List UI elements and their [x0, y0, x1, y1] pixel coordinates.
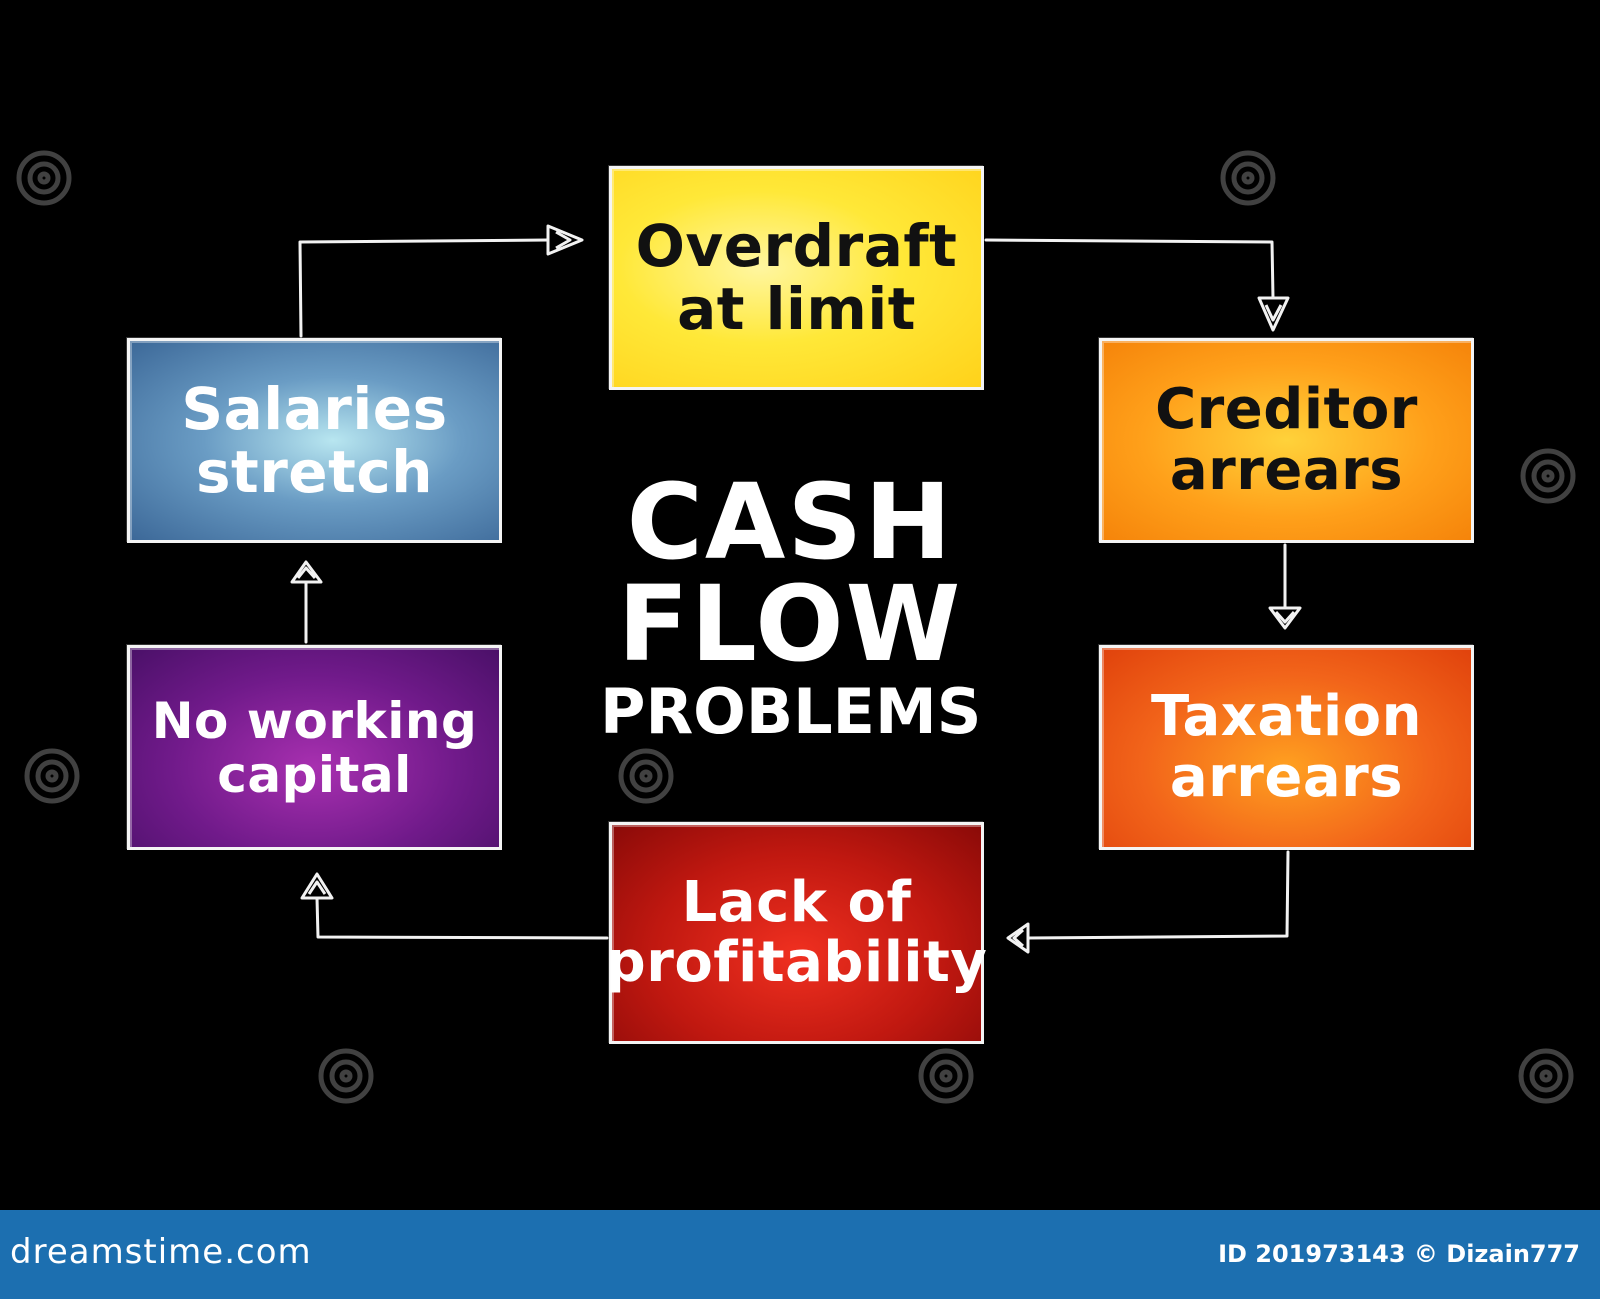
arrow-overdraft-to-creditor: [984, 238, 1275, 300]
watermark-spiral-icon: [618, 748, 674, 804]
node-creditor-arrears: Creditor arrears: [1099, 338, 1474, 543]
title-line3: PROBLEMS: [600, 674, 982, 748]
arrowhead-right: [546, 224, 584, 256]
node-label-line1: No working: [151, 691, 478, 750]
watermark-spiral-icon: [318, 1048, 374, 1104]
brand-logo: dreamstime.com: [10, 1232, 312, 1272]
watermark-spiral-icon: [16, 150, 72, 206]
arrowhead-up: [290, 560, 323, 584]
node-label-line2: stretch: [195, 437, 434, 506]
watermark-spiral-icon: [24, 748, 80, 804]
watermark-spiral-icon: [1518, 1048, 1574, 1104]
image-id-credit: ID 201973143 © Dizain777: [1218, 1240, 1580, 1268]
node-salaries-stretch: Salaries stretch: [127, 338, 502, 543]
node-label-line1: Taxation: [1151, 684, 1422, 750]
watermark-spiral-icon: [1520, 448, 1576, 504]
arrowhead-down: [1268, 606, 1302, 630]
node-label-line2: arrears: [1169, 744, 1404, 810]
node-lack-of-profitability: Lack of profitability: [606, 822, 987, 1044]
title-line2: FLOW: [617, 562, 963, 685]
node-label-line2: capital: [217, 745, 412, 804]
node-taxation-arrears: Taxation arrears: [1099, 645, 1474, 850]
diagram-canvas: Overdraft at limit Creditor arrears Taxa…: [16, 150, 1576, 1104]
node-label-line1: Creditor: [1155, 377, 1418, 443]
watermark-spiral-icon: [918, 1048, 974, 1104]
node-no-working-capital: No working capital: [127, 645, 502, 850]
arrowhead-up: [300, 872, 334, 900]
node-label-line2: arrears: [1169, 437, 1404, 503]
node-label-line2: at limit: [677, 275, 916, 343]
diagram-title: CASH FLOW PROBLEMS: [600, 461, 982, 748]
footer-bar: dreamstime.com ID 201973143 © Dizain777: [0, 1210, 1600, 1299]
arrowhead-left: [1006, 922, 1030, 954]
arrowhead-down: [1257, 296, 1290, 332]
node-overdraft-at-limit: Overdraft at limit: [609, 166, 984, 390]
arrow-taxation-to-lack: [1026, 850, 1290, 940]
node-label-line1: Lack of: [681, 869, 912, 935]
flow-arrows: [290, 224, 1302, 954]
node-label-line1: Salaries: [181, 374, 448, 443]
title-line1: CASH: [626, 461, 954, 583]
node-label-line1: Overdraft: [635, 212, 958, 281]
watermark-spiral-icon: [1220, 150, 1276, 206]
arrow-salaries-to-overdraft: [298, 238, 550, 338]
arrow-lack-to-noworking: [315, 896, 609, 940]
node-label-line2: profitability: [605, 930, 988, 995]
